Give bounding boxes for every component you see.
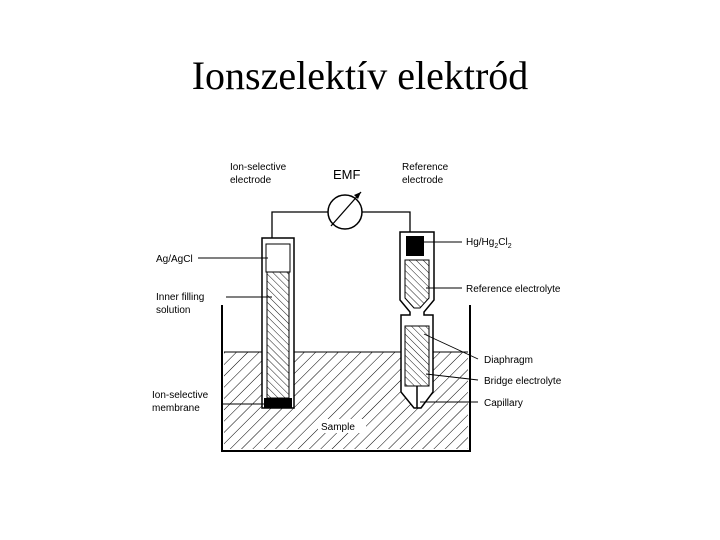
reference-electrode xyxy=(399,231,435,409)
ref-label-line2: electrode xyxy=(402,175,444,186)
emf-label: EMF xyxy=(333,167,361,182)
slide-title: Ionszelektív elektród xyxy=(191,53,529,98)
membrane-label-line2: membrane xyxy=(152,403,200,414)
inner-filling-label-line2: solution xyxy=(156,305,190,316)
agagcl-label: Ag/AgCl xyxy=(156,254,193,265)
capillary-label: Capillary xyxy=(484,398,523,409)
diaphragm-label: Diaphragm xyxy=(484,355,533,366)
ise-label-line2: electrode xyxy=(230,175,272,186)
membrane-block xyxy=(264,398,292,408)
hg-hg2cl2-block xyxy=(406,236,424,256)
membrane-label-line1: Ion-selective xyxy=(152,390,209,401)
hg-hg2cl2-label: Hg/Hg2Cl2 xyxy=(466,237,512,250)
ion-selective-electrode xyxy=(261,237,295,409)
bridge-electrolyte-label: Bridge electrolyte xyxy=(484,376,562,387)
emf-circuit: EMF xyxy=(271,167,411,238)
ref-label-line1: Reference xyxy=(402,162,449,173)
inner-filling-label-line1: Inner filling xyxy=(156,292,204,303)
sample-label: Sample xyxy=(321,422,355,433)
reference-electrolyte-label: Reference electrolyte xyxy=(466,284,561,295)
ise-label-line1: Ion-selective xyxy=(230,162,287,173)
